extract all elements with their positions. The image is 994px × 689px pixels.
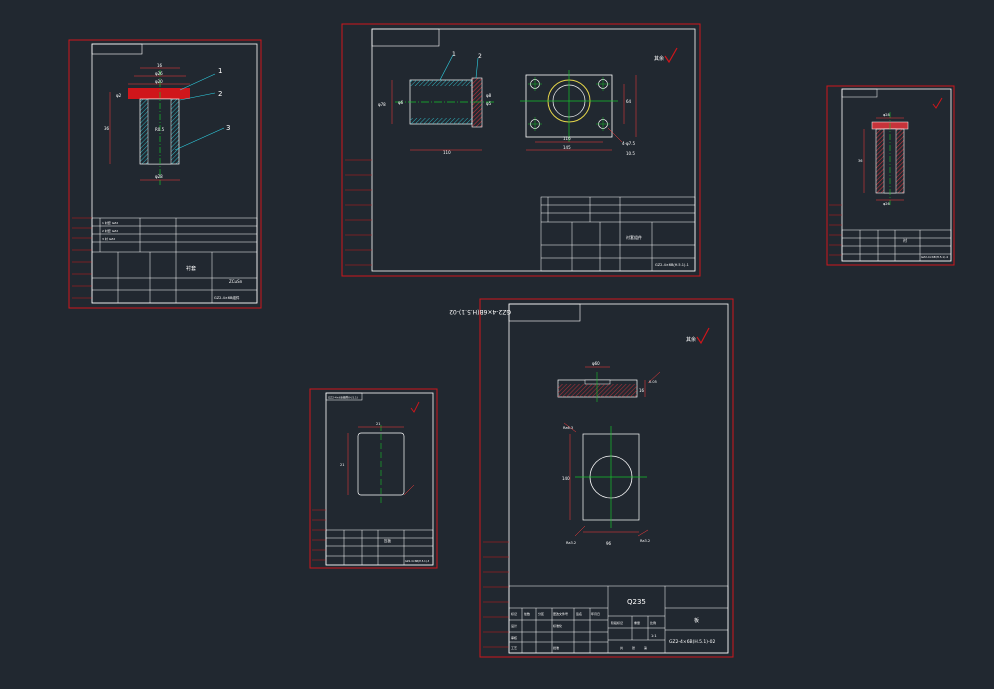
dim-text: R0.5 <box>155 127 165 132</box>
title-material: Q235 <box>627 598 646 606</box>
dim-text: φ8 <box>486 93 492 98</box>
dim-text: φ20 <box>155 79 163 84</box>
dim-text: 21 <box>340 463 344 467</box>
dim-text: φ6 <box>398 100 404 105</box>
roughness-label: Ra3.2 <box>566 541 576 545</box>
bushing-assembly-view <box>109 67 225 185</box>
title-label: 设计 <box>511 623 517 628</box>
leader-label: 3 <box>226 124 230 132</box>
roughness-label: Ra3.2 <box>640 539 650 543</box>
dim-text: 140 <box>562 476 570 481</box>
title-code: GZ2-4×6B(H.5.1)-02 <box>669 639 716 645</box>
title-label: 审核 <box>511 635 517 640</box>
title-scale: 1:1 <box>651 634 657 638</box>
dim-text: 110 <box>443 150 451 155</box>
title-label: 阶段标记 <box>611 620 623 625</box>
title-label: 张 <box>632 645 635 650</box>
title-label: 分区 <box>538 611 544 616</box>
drawing-sheet-1[interactable]: 1 2 3 16 φ26 φ20 φ2 36 φ28 R0.5 1 衬套 GZ2… <box>68 39 262 309</box>
leader-label: 1 <box>452 51 456 58</box>
title-part-name: 衬 <box>903 237 907 243</box>
title-label: 批准 <box>553 645 559 650</box>
drawing-sheet-5[interactable]: GZ2-4×6B(H.5.1)-02 φ60 16 0.05 140 96 Ra… <box>449 298 734 658</box>
sheet-header: GZ2-4×6B组件(H.5.1) <box>328 396 358 400</box>
roughness-note: 其余 <box>686 336 696 343</box>
drawing-sheet-2[interactable]: 1 2 φ78 φ6 110 φ8 φ5 <box>341 23 701 277</box>
drawing-sheet-4[interactable]: GZ2-4×6B组件(H.5.1) 21 21 压板 GZ2-4×6B(H.5.… <box>309 388 438 569</box>
dim-text: φ28 <box>155 174 163 179</box>
roughness-label: Ra6.3 <box>563 426 573 430</box>
title-label: 共 <box>620 645 623 650</box>
svg-text:3 衬 GZ2: 3 衬 GZ2 <box>102 236 115 241</box>
dim-text: 64 <box>626 99 632 104</box>
title-label: 第 <box>644 645 647 650</box>
assembly-section-view <box>391 54 495 151</box>
title-code: GZ2-4×6B组件 <box>214 295 240 300</box>
roughness-check-icon <box>932 97 943 109</box>
roughness-note: 其余 <box>654 55 664 62</box>
title-label: 处数 <box>524 611 530 616</box>
title-label: 标记 <box>511 611 517 616</box>
title-material: ZCuSn <box>229 279 243 284</box>
title-code: GZ2-4×6B(H.5.1)-4 <box>921 255 948 259</box>
sleeve-section-view <box>863 112 909 205</box>
roughness-check-icon <box>664 47 678 64</box>
title-part-name: 衬套 <box>186 265 196 272</box>
dim-text: 116 <box>563 136 571 141</box>
title-label: 比例 <box>650 620 656 625</box>
title-part-name: 板 <box>694 617 699 624</box>
title-part-name: 压板 <box>384 538 392 543</box>
dim-text: 4-φ7.5 <box>622 141 635 146</box>
sheet-header: GZ2-4×6B(H.5.1)-02 <box>449 308 511 315</box>
title-label: 工艺 <box>511 645 517 650</box>
title-block-2 <box>540 196 696 272</box>
title-label: 标准化 <box>553 623 562 628</box>
title-label: 重量 <box>634 620 640 625</box>
dim-text: φ2 <box>116 93 122 98</box>
roughness-check-icon <box>410 401 420 413</box>
leader-label: 1 <box>218 67 222 75</box>
dim-text: 0.05 <box>649 380 657 384</box>
roughness-check-icon <box>696 327 710 345</box>
dim-text: 36 <box>104 126 110 131</box>
title-label: 签名 <box>576 611 582 616</box>
dim-text: φ26 <box>155 71 163 76</box>
dim-text: φ60 <box>592 361 600 366</box>
plate-section-view <box>557 366 661 402</box>
title-code: GZ2-4×6B(H.5.1)-1 <box>655 263 689 267</box>
dim-text: φ78 <box>378 102 386 107</box>
leader-label: 2 <box>218 90 222 98</box>
svg-text:2 衬套 GZ2: 2 衬套 GZ2 <box>102 228 118 233</box>
svg-text:1 衬套 GZ2: 1 衬套 GZ2 <box>102 220 118 225</box>
dim-text: 21 <box>376 422 380 426</box>
dim-text: 16 <box>157 63 163 68</box>
dim-text: 36 <box>858 159 862 163</box>
dim-text: φ5 <box>486 101 492 106</box>
title-code: GZ2-4×6B(H.5.1)-3 <box>405 559 430 563</box>
title-block-4 <box>325 529 434 566</box>
plate-top-view <box>563 422 649 537</box>
drawing-sheet-3[interactable]: φ28 36 φ26 衬 GZ2-4×6B(H.5.1)-4 <box>826 85 955 266</box>
title-block-3 <box>841 229 952 262</box>
dim-text: 10.5 <box>626 151 635 156</box>
title-block-1 <box>91 217 258 304</box>
dim-text: 16 <box>639 388 645 393</box>
plate-view <box>347 425 415 505</box>
dim-text: 96 <box>606 541 612 546</box>
flange-top-view <box>520 70 637 151</box>
title-part-name: 衬套组件 <box>626 234 642 240</box>
title-label: 年月日 <box>591 611 600 616</box>
leader-label: 2 <box>478 53 482 60</box>
dim-text: φ26 <box>883 202 890 206</box>
dim-text: φ28 <box>883 113 890 117</box>
title-block-5 <box>508 585 729 654</box>
dim-text: 145 <box>563 145 571 150</box>
title-label: 更改文件号 <box>553 611 568 616</box>
